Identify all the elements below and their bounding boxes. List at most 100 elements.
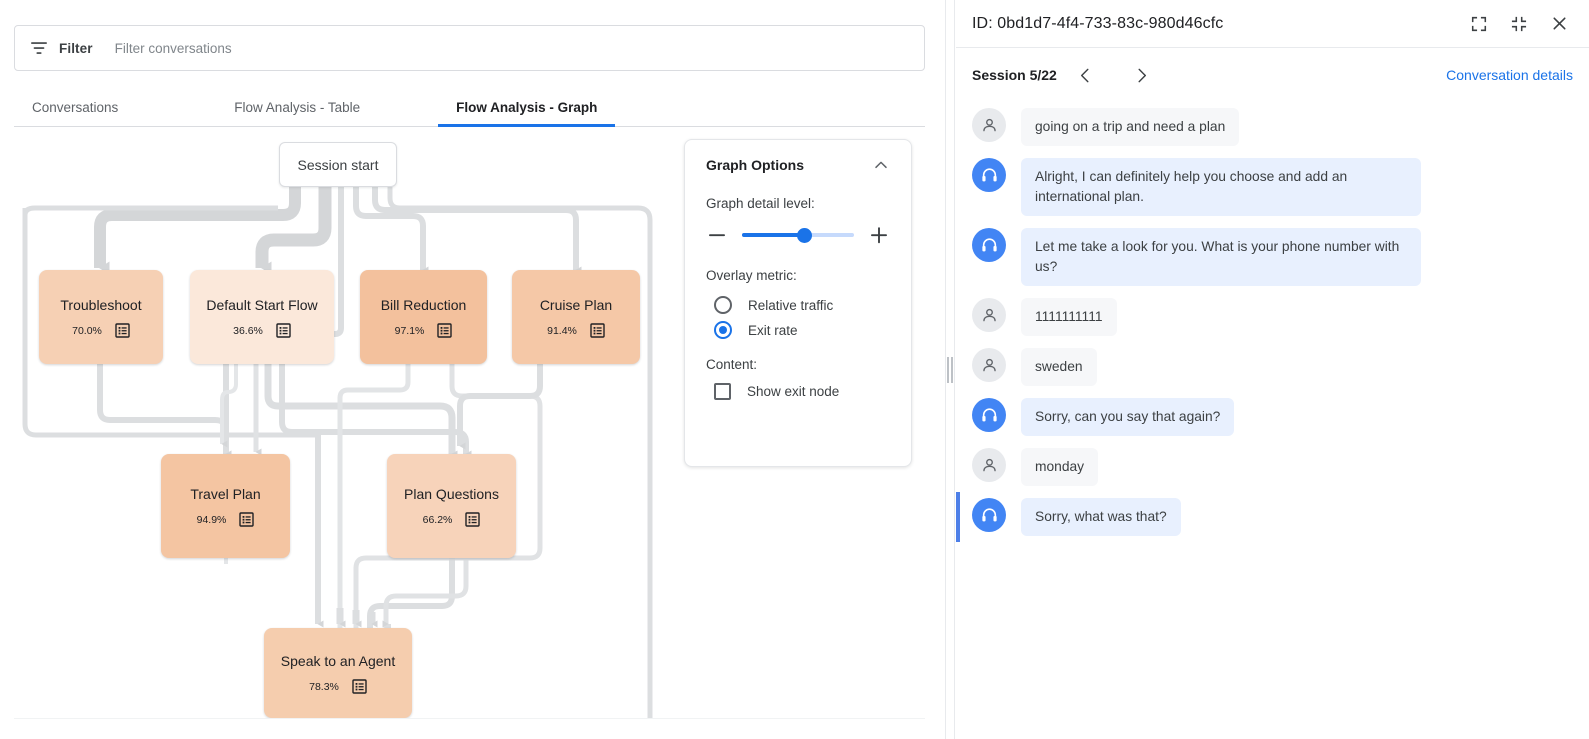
message-list: going on a trip and need a plan Alright,…: [956, 102, 1589, 542]
agent-avatar-icon: [972, 398, 1006, 432]
node-metric: 94.9%: [196, 513, 227, 526]
plus-icon[interactable]: [868, 224, 890, 246]
message-text: Alright, I can definitely help you choos…: [1021, 158, 1421, 216]
list-icon[interactable]: [465, 512, 481, 527]
filter-bar[interactable]: Filter: [14, 25, 925, 71]
node-title: Plan Questions: [404, 486, 499, 502]
graph-node-speak-to-an-agent[interactable]: Speak to an Agent 78.3%: [264, 628, 412, 718]
graph-options-header[interactable]: Graph Options: [706, 156, 890, 174]
tab-flow-analysis-table[interactable]: Flow Analysis - Table: [216, 88, 378, 126]
conversation-panel: ID: 0bd1d7-4f4-733-83c-980d46cfc: [956, 0, 1589, 739]
checkbox-show-exit-node-label: Show exit node: [747, 384, 840, 399]
detail-level-slider-row[interactable]: [706, 224, 890, 246]
graph-options-title: Graph Options: [706, 157, 804, 173]
node-title: Troubleshoot: [60, 297, 142, 313]
node-title: Default Start Flow: [206, 297, 318, 313]
message-highlight-bar: [956, 492, 960, 542]
flow-graph-canvas[interactable]: Session start Troubleshoot 70.0%: [0, 128, 945, 718]
message-row[interactable]: sweden: [972, 342, 1589, 392]
overlay-metric-label: Overlay metric:: [706, 268, 797, 283]
radio-icon-selected[interactable]: [714, 321, 732, 339]
tab-bar: Conversations Flow Analysis - Table Flow…: [14, 88, 925, 127]
message-text: Sorry, can you say that again?: [1021, 398, 1235, 436]
conversation-panel-header: ID: 0bd1d7-4f4-733-83c-980d46cfc: [956, 0, 1589, 48]
bottom-divider: [14, 718, 925, 719]
list-icon[interactable]: [352, 679, 367, 694]
message-text: Let me take a look for you. What is your…: [1021, 228, 1421, 286]
checkbox-show-exit-node[interactable]: Show exit node: [706, 383, 890, 400]
list-icon[interactable]: [239, 512, 255, 527]
list-icon[interactable]: [437, 323, 453, 338]
tab-conversations-label: Conversations: [32, 99, 119, 115]
node-metric: 70.0%: [72, 324, 102, 337]
chevron-left-icon[interactable]: [1071, 60, 1101, 90]
slider-fill: [742, 233, 805, 237]
graph-node-cruise-plan[interactable]: Cruise Plan 91.4%: [512, 270, 640, 364]
session-counter: Session 5/22: [972, 67, 1057, 83]
message-row[interactable]: Sorry, what was that?: [956, 492, 1589, 542]
message-row[interactable]: Sorry, can you say that again?: [972, 392, 1589, 442]
node-metric: 36.6%: [233, 324, 263, 337]
graph-node-default-start-flow[interactable]: Default Start Flow 36.6%: [190, 270, 334, 364]
agent-avatar-icon: [972, 498, 1006, 532]
node-metric: 78.3%: [309, 680, 339, 693]
list-icon[interactable]: [590, 323, 605, 338]
radio-relative-traffic-label: Relative traffic: [748, 297, 834, 313]
filter-icon: [29, 38, 49, 58]
message-text: Sorry, what was that?: [1021, 498, 1181, 536]
message-row[interactable]: Alright, I can definitely help you choos…: [972, 152, 1589, 222]
conversation-id: ID: 0bd1d7-4f4-733-83c-980d46cfc: [972, 14, 1224, 32]
graph-node-plan-questions[interactable]: Plan Questions 66.2%: [387, 454, 516, 558]
slider-thumb[interactable]: [797, 227, 813, 243]
chevron-right-icon[interactable]: [1127, 60, 1157, 90]
graph-node-troubleshoot[interactable]: Troubleshoot 70.0%: [39, 270, 163, 364]
radio-icon[interactable]: [714, 296, 732, 314]
message-text: 1111111111: [1021, 298, 1117, 336]
user-avatar-icon: [972, 348, 1006, 382]
tab-flow-analysis-table-label: Flow Analysis - Table: [234, 99, 361, 115]
close-icon[interactable]: [1543, 8, 1575, 40]
tab-flow-analysis-graph-label: Flow Analysis - Graph: [456, 99, 598, 115]
node-metric: 66.2%: [422, 513, 453, 526]
collapse-icon[interactable]: [1503, 8, 1535, 40]
message-row[interactable]: monday: [972, 442, 1589, 492]
pane-resize-handle[interactable]: [945, 0, 955, 739]
detail-level-label: Graph detail level:: [706, 196, 815, 211]
message-row[interactable]: 1111111111: [972, 292, 1589, 342]
node-title: Cruise Plan: [539, 297, 613, 313]
message-text: going on a trip and need a plan: [1021, 108, 1240, 146]
checkbox-icon[interactable]: [714, 383, 731, 400]
tab-flow-analysis-graph[interactable]: Flow Analysis - Graph: [438, 88, 616, 127]
flow-graph-edges: [22, 187, 653, 718]
graph-node-travel-plan[interactable]: Travel Plan 94.9%: [161, 454, 290, 558]
graph-node-bill-reduction[interactable]: Bill Reduction 97.1%: [360, 270, 487, 364]
user-avatar-icon: [972, 298, 1006, 332]
filter-input[interactable]: [112, 26, 910, 70]
graph-options-panel: Graph Options Graph detail level:: [684, 139, 912, 467]
message-row[interactable]: Let me take a look for you. What is your…: [972, 222, 1589, 292]
chevron-up-icon[interactable]: [872, 156, 890, 174]
list-icon[interactable]: [276, 323, 291, 338]
resize-grip-icon: [947, 356, 953, 383]
session-start-label: Session start: [297, 156, 379, 173]
radio-relative-traffic[interactable]: Relative traffic: [706, 296, 890, 314]
filter-label: Filter: [59, 40, 93, 56]
tab-conversations[interactable]: Conversations: [14, 88, 136, 126]
content-label: Content:: [706, 357, 758, 372]
minus-icon[interactable]: [706, 224, 728, 246]
message-row[interactable]: going on a trip and need a plan: [972, 102, 1589, 152]
expand-icon[interactable]: [1463, 8, 1495, 40]
user-avatar-icon: [972, 108, 1006, 142]
agent-avatar-icon: [972, 228, 1006, 262]
radio-exit-rate[interactable]: Exit rate: [706, 321, 890, 339]
radio-exit-rate-label: Exit rate: [748, 322, 798, 338]
message-text: sweden: [1021, 348, 1097, 386]
message-text: monday: [1021, 448, 1099, 486]
graph-node-session-start[interactable]: Session start: [279, 142, 397, 187]
list-icon[interactable]: [115, 323, 130, 338]
conversation-details-link[interactable]: Conversation details: [1446, 67, 1573, 83]
node-title: Speak to an Agent: [280, 653, 396, 669]
node-title: Travel Plan: [190, 486, 261, 502]
detail-level-slider[interactable]: [742, 227, 854, 243]
